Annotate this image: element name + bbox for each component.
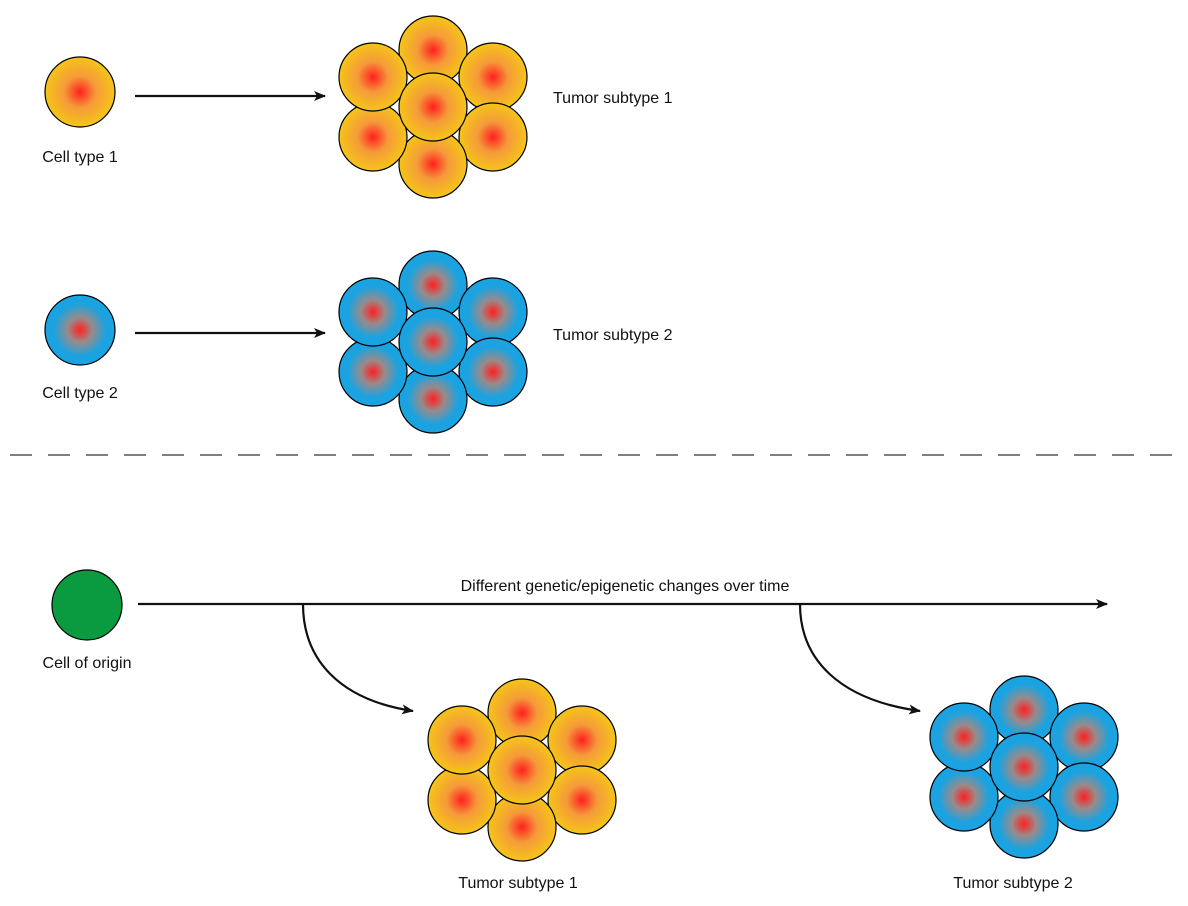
tumor-subtype-1-label-top: Tumor subtype 1 — [553, 90, 673, 107]
tumor-subtype-2-cluster-bottom — [929, 675, 1119, 859]
tumor-cell — [929, 702, 999, 772]
tumor-subtype-2-label-top: Tumor subtype 2 — [553, 327, 673, 344]
tumor-cell — [547, 705, 617, 775]
tumor-cell — [487, 735, 557, 805]
tumor-subtype-2-label-bottom: Tumor subtype 2 — [953, 875, 1073, 892]
tumor-cell — [547, 765, 617, 835]
branch-arrow-1 — [301, 603, 414, 715]
tumor-cell — [458, 42, 528, 112]
tumor-cell — [398, 72, 468, 142]
tumor-subtype-1-label-bottom: Tumor subtype 1 — [458, 875, 578, 892]
cell-type-2-label: Cell type 2 — [42, 385, 118, 402]
tumor-cell — [338, 277, 408, 347]
tumor-cell — [338, 102, 408, 172]
timeline-label: Different genetic/epigenetic changes ove… — [461, 578, 790, 595]
panel-b: Cell of origin Different genetic/epigene… — [43, 569, 1119, 892]
tumor-cell — [458, 277, 528, 347]
tumor-cell — [338, 42, 408, 112]
cell-of-origin-icon — [51, 569, 123, 641]
tumor-cell — [989, 732, 1059, 802]
tumor-cell — [929, 762, 999, 832]
cell-type-2-icon — [44, 294, 116, 366]
row-cell-type-1: Cell type 1 Tumor subtype 1 — [42, 15, 673, 199]
tumor-cell — [458, 102, 528, 172]
cell-type-1-icon — [44, 56, 116, 128]
tumor-cell — [1049, 762, 1119, 832]
cell-type-1-label: Cell type 1 — [42, 149, 118, 166]
cell-of-origin-label: Cell of origin — [43, 655, 132, 672]
tumor-cell — [427, 705, 497, 775]
tumor-cell — [1049, 702, 1119, 772]
tumor-cell — [458, 337, 528, 407]
tumor-subtype-1-cluster-top — [338, 15, 528, 199]
tumor-subtype-1-cluster-bottom — [427, 678, 617, 862]
tumor-cell — [398, 307, 468, 377]
branch-arrow-2 — [798, 603, 921, 715]
row-cell-type-2: Cell type 2 Tumor subtype 2 — [42, 250, 673, 434]
tumor-cell — [427, 765, 497, 835]
tumor-subtype-2-cluster-top — [338, 250, 528, 434]
tumor-cell — [338, 337, 408, 407]
